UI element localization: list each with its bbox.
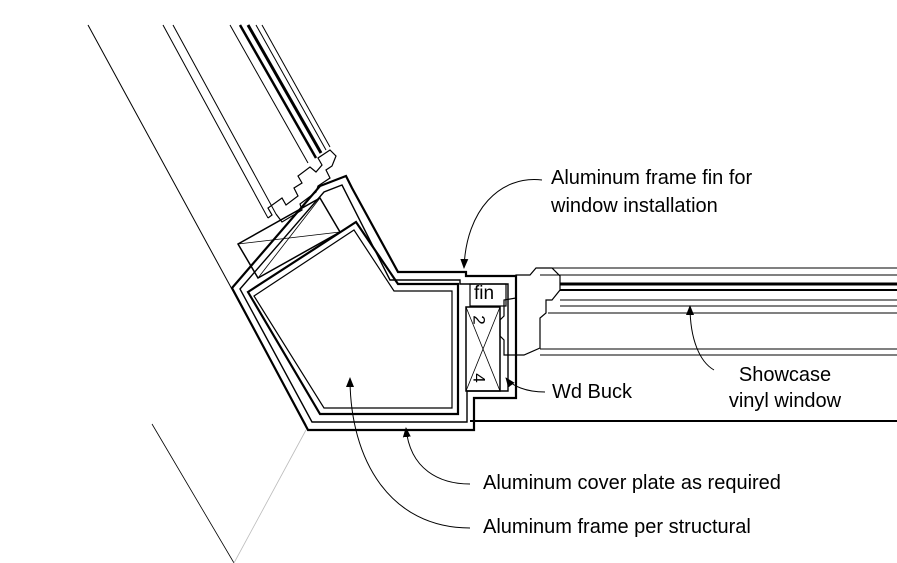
label-wd-buck: Wd Buck (552, 381, 633, 403)
right-window-frame (499, 267, 897, 356)
construction-line-left (151, 423, 235, 563)
aluminum-frame-inner-2 (253, 229, 453, 409)
label-showcase-line2: vinyl window (728, 390, 842, 412)
leader-wd-buck (505, 377, 546, 393)
label-frame-fin-line2: window installation (551, 195, 718, 217)
buck-size-top: 2 (469, 315, 489, 325)
leader-showcase-window (686, 305, 715, 371)
fin-box (469, 283, 507, 307)
label-frame-fin-line1: Aluminum frame fin for (551, 167, 753, 189)
right-wood-buck (465, 306, 501, 392)
label-cover-plate: Aluminum cover plate as required (483, 472, 781, 494)
leader-frame-fin (460, 179, 543, 269)
leader-frame-structural (346, 377, 471, 529)
buck-size-bottom: 4 (469, 373, 489, 383)
upper-window-frame (162, 24, 337, 223)
aluminum-frame-outer (230, 174, 518, 432)
label-fin: fin (474, 283, 495, 304)
leader-cover-plate (402, 427, 471, 485)
label-frame-structural: Aluminum frame per structural (483, 516, 751, 538)
aluminum-frame-inner (246, 220, 460, 416)
label-showcase-line1: Showcase (738, 364, 832, 386)
construction-line-right (233, 429, 307, 563)
